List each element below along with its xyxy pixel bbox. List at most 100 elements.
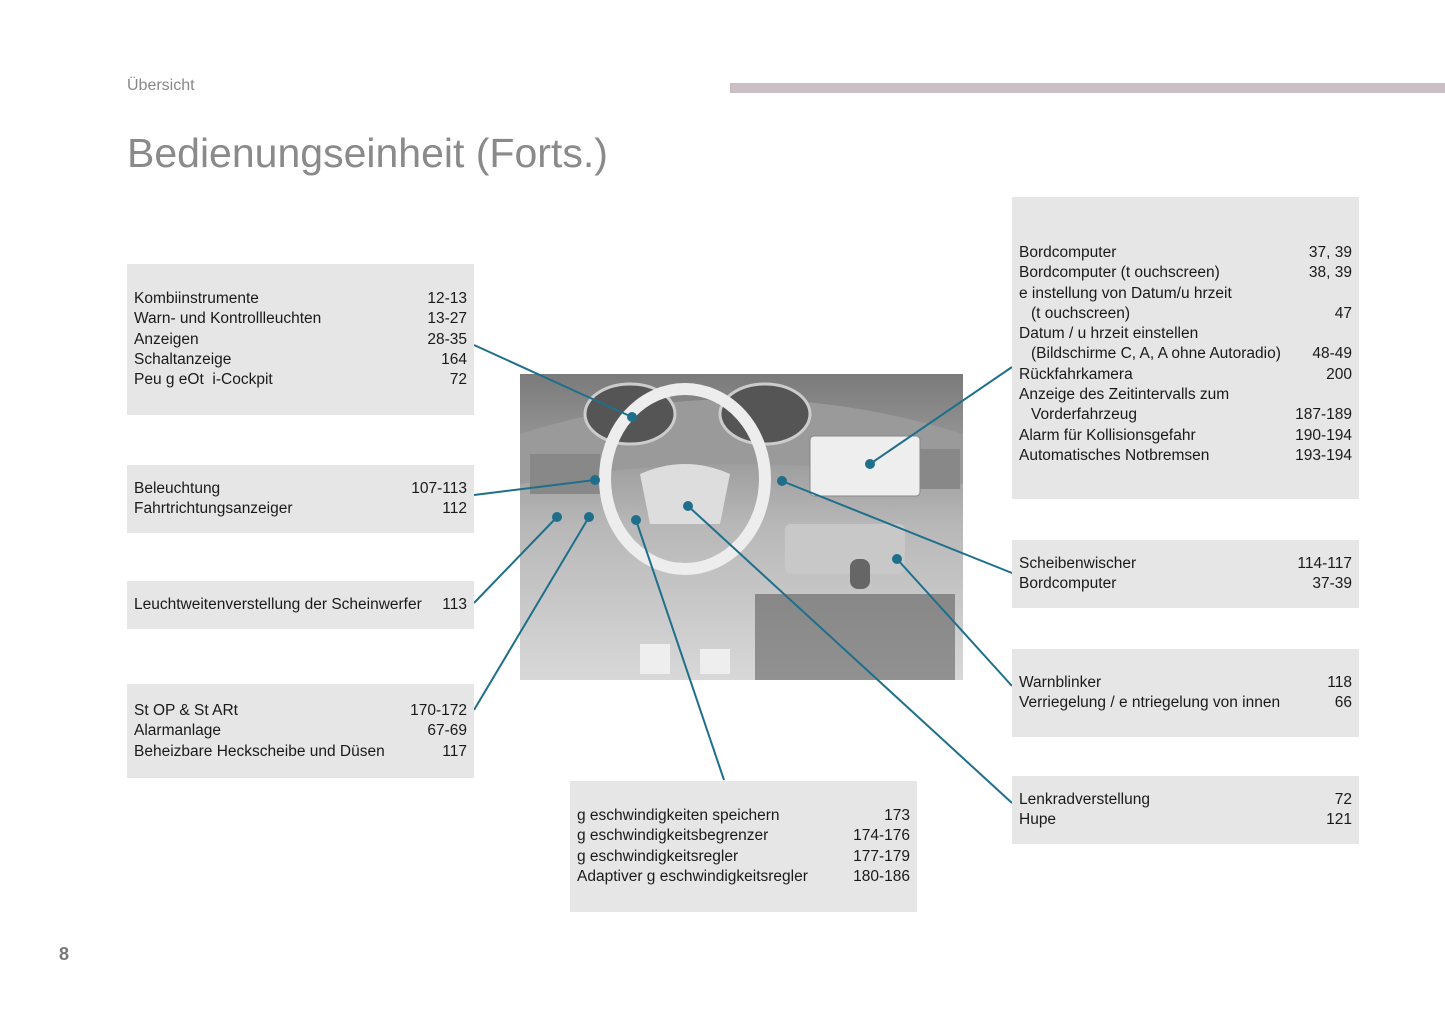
index-entry: Alarm für Kollisionsgefahr 190-194 — [1019, 426, 1352, 446]
entry-label: Anzeige des Zeitintervalls zum — [1019, 386, 1230, 404]
entry-label: (t ouchscreen) — [1031, 304, 1131, 322]
entry-page: 48-49 — [1312, 345, 1352, 363]
page-title: Bedienungseinheit (Forts.) — [127, 130, 608, 176]
entry-label: (Bildschirme C, A, A ohne Autoradio) — [1031, 345, 1281, 363]
callout-dot — [892, 554, 902, 564]
index-entry: Bordcomputer 37-39 — [1019, 574, 1352, 594]
entry-page: 190-194 — [1295, 426, 1352, 444]
index-entry: Leuchtweitenverstellung der Scheinwerfer… — [134, 595, 467, 615]
callout-dot — [631, 515, 641, 525]
entry-page: 193-194 — [1295, 446, 1352, 464]
entry-label: Peu g eOt i-Cockpit — [134, 371, 273, 389]
section-label: Übersicht — [127, 77, 195, 94]
entry-page: 37, 39 — [1308, 244, 1352, 261]
entry-page: 28-35 — [427, 330, 467, 348]
entry-label: Adaptiver g eschwindigkeitsregler — [577, 867, 808, 885]
leader-line — [473, 344, 633, 418]
entry-label: Warnblinker — [1019, 674, 1102, 691]
entry-page: 47 — [1334, 304, 1352, 322]
entry-page: 12-13 — [427, 290, 467, 307]
index-entry: (Bildschirme C, A, A ohne Autoradio) 48-4… — [1019, 344, 1352, 364]
index-entry: e instellung von Datum/u hrzeit — [1019, 284, 1352, 304]
entry-label: Vorderfahrzeug — [1031, 406, 1137, 424]
entry-page: 72 — [449, 371, 467, 389]
entry-page: 38, 39 — [1308, 264, 1352, 282]
index-entry: Datum / u hrzeit einstellen — [1019, 324, 1352, 344]
entry-page: 164 — [441, 350, 467, 368]
leader-line — [473, 516, 590, 711]
leader-line — [687, 505, 1013, 804]
entry-label: g eschwindigkeitsbegrenzer — [577, 827, 769, 845]
entry-page: 37-39 — [1312, 575, 1352, 593]
index-entry: Hupe 121 — [1019, 810, 1352, 830]
entry-label: e instellung von Datum/u hrzeit — [1019, 284, 1232, 302]
entry-label: Hupe — [1019, 811, 1057, 829]
entry-label: Schaltanzeige — [134, 350, 232, 368]
entry-label: St OP & St ARt — [134, 702, 238, 719]
index-entry: Kombiinstrumente 12-13 — [134, 289, 467, 309]
dashboard-illustration — [520, 374, 963, 680]
leader-line — [473, 516, 558, 604]
index-entry: Fahrtrichtungsanzeiger 112 — [134, 499, 467, 519]
index-entry: St OP & St ARt 170-172 — [134, 701, 467, 721]
index-entry: Adaptiver g eschwindigkeitsregler 180-186 — [577, 867, 910, 887]
entry-page: 114-117 — [1297, 555, 1352, 572]
index-entry: Scheibenwischer 114-117 — [1019, 554, 1352, 574]
callout-dot — [627, 412, 637, 422]
entry-page: 121 — [1326, 811, 1352, 829]
entry-page: 72 — [1334, 791, 1352, 808]
callout-dot — [590, 475, 600, 485]
entry-label: Automatisches Notbremsen — [1019, 446, 1210, 464]
entry-label: g eschwindigkeitsregler — [577, 847, 739, 865]
entry-label: Verriegelung / e ntriegelung von innen — [1019, 694, 1281, 712]
index-entry: Automatisches Notbremsen 193-194 — [1019, 446, 1352, 466]
index-entry: Peu g eOt i-Cockpit 72 — [134, 370, 467, 390]
entry-page: 13-27 — [427, 310, 467, 328]
entry-page: 117 — [442, 742, 467, 760]
entry-page: 180-186 — [853, 867, 910, 885]
entry-label: Bordcomputer — [1019, 575, 1117, 593]
entry-label: Alarm für Kollisionsgefahr — [1019, 426, 1196, 444]
entry-page: 118 — [1327, 674, 1352, 691]
callout-dot — [865, 459, 875, 469]
index-entry: (t ouchscreen) 47 — [1019, 304, 1352, 324]
entry-label: Beleuchtung — [134, 480, 221, 497]
leader-line — [896, 558, 1013, 687]
entry-page: 107-113 — [411, 480, 467, 497]
entry-label: Datum / u hrzeit einstellen — [1019, 325, 1199, 343]
callout-dot — [777, 476, 787, 486]
index-entry: g eschwindigkeitsregler 177-179 — [577, 847, 910, 867]
entry-label: Scheibenwischer — [1019, 555, 1137, 572]
entry-page: 170-172 — [410, 702, 467, 719]
index-entry: Anzeige des Zeitintervalls zum — [1019, 385, 1352, 405]
leader-line — [635, 519, 725, 781]
entry-page: 112 — [442, 500, 467, 518]
index-entry: Bordcomputer (t ouchscreen)38, 39 — [1019, 263, 1352, 283]
leader-line — [869, 366, 1013, 465]
box-headlamp: Leuchtweitenverstellung der Scheinwerfer… — [127, 581, 474, 629]
entry-label: Alarmanlage — [134, 722, 222, 740]
entry-page: 187-189 — [1295, 406, 1352, 424]
entry-label: Kombiinstrumente — [134, 290, 259, 307]
entry-label: Fahrtrichtungsanzeiger — [134, 500, 293, 518]
index-entry: Beleuchtung 107-113 — [134, 479, 467, 499]
entry-page: 177-179 — [853, 847, 910, 865]
entry-label: g eschwindigkeiten speichern — [577, 807, 780, 824]
entry-label: Rückfahrkamera — [1019, 365, 1133, 383]
